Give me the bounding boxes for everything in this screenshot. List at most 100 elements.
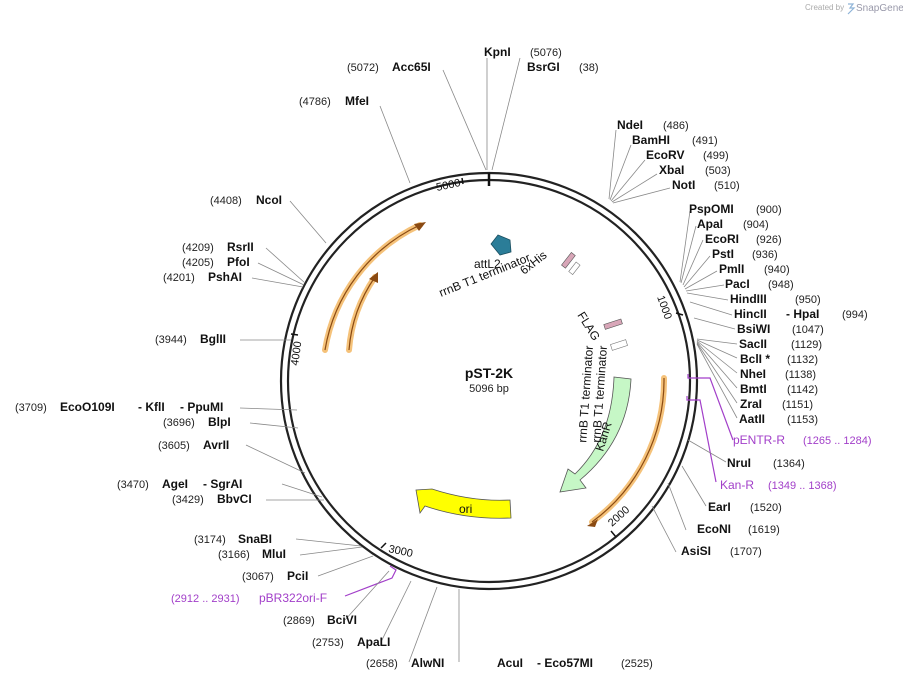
- site-snabi-pos: (3174): [194, 534, 226, 546]
- site-bcivi-pos: (2869): [283, 615, 315, 627]
- site-bsiwi-pos: (1047): [792, 324, 824, 336]
- site-bsrgi-pos: (38): [579, 62, 599, 74]
- site-acc65i: Acc65I: [392, 60, 431, 74]
- site-kpni: KpnI: [484, 45, 511, 59]
- site-sacii-pos: (1129): [791, 339, 822, 351]
- site-avrii-pos: (3605): [158, 440, 190, 452]
- site-pspomi-pos: (900): [756, 204, 782, 216]
- site-ecori: EcoRI: [705, 232, 739, 246]
- tick-2000-mark: [610, 530, 617, 538]
- site-hpai: - HpaI: [786, 307, 819, 321]
- flag-label: FLAG: [574, 309, 602, 343]
- site-acc65i-pos: (5072): [347, 62, 379, 74]
- primer-pbr322ori-f-pos: (2912 .. 2931): [171, 593, 240, 605]
- brand-text: SnapGene: [856, 3, 903, 14]
- site-pcii: PciI: [287, 569, 308, 583]
- site-ncoi: NcoI: [256, 193, 282, 207]
- site-hindiii: HindIII: [730, 292, 767, 306]
- tick-1000-mark: [675, 312, 684, 316]
- site-zrai: ZraI: [740, 397, 762, 411]
- terminator-arc-outer-halo: [322, 222, 423, 353]
- ori-feature: [415, 488, 512, 519]
- flag-outline: [610, 339, 628, 351]
- site-sacii: SacII: [739, 337, 767, 351]
- site-ndei-pos: (486): [663, 120, 689, 132]
- snapgene-logo-icon: [847, 3, 856, 15]
- site-bmti-pos: (1142): [787, 384, 818, 396]
- site-pcii-pos: (3067): [242, 571, 274, 583]
- site-hindiii-pos: (950): [795, 294, 821, 306]
- plasmid-name: pST-2K: [465, 365, 513, 381]
- site-nhei: NheI: [740, 367, 766, 381]
- site-apali: ApaLI: [357, 635, 390, 649]
- site-paci-pos: (948): [768, 279, 794, 291]
- site-eari-pos: (1520): [750, 502, 782, 514]
- site-bglii-pos: (3944): [155, 334, 187, 346]
- site-ndei: NdeI: [617, 118, 643, 132]
- site-agei: AgeI: [162, 477, 188, 491]
- site-bamhi: BamHI: [632, 133, 670, 147]
- site-nrui-pos: (1364): [773, 458, 805, 470]
- site-bsrgi: BsrGI: [527, 60, 560, 74]
- site-econi: EcoNI: [697, 522, 731, 536]
- site-hincii: HincII: [734, 307, 767, 321]
- site-bsiwi: BsiWI: [737, 322, 770, 336]
- site-pmli-pos: (940): [764, 264, 790, 276]
- terminator-arc-right: [591, 377, 665, 523]
- site-mfei-pos: (4786): [299, 96, 331, 108]
- site-aatii-pos: (1153): [787, 414, 818, 426]
- site-connectors: [239, 57, 738, 663]
- kanr-feature: [559, 376, 632, 493]
- terminator-arc-inner: [348, 276, 376, 351]
- site-nrui: NruI: [727, 456, 751, 470]
- site-asisi-pos: (1707): [730, 546, 762, 558]
- terminator-arrowhead-right: [587, 519, 598, 527]
- site-pfoi: PfoI: [227, 255, 250, 269]
- site-pmli: PmlI: [719, 262, 744, 276]
- site-bbvci: BbvCI: [217, 492, 252, 506]
- site-bbvci-pos: (3429): [172, 494, 204, 506]
- site-psti: PstI: [712, 247, 734, 261]
- site-hpai-pos: (994): [842, 309, 868, 321]
- site-paci: PacI: [725, 277, 750, 291]
- site-blpi: BlpI: [208, 415, 231, 429]
- site-xbai: XbaI: [659, 163, 684, 177]
- site-rsrii: RsrII: [227, 240, 254, 254]
- site-nhei-pos: (1138): [785, 369, 816, 381]
- site-apai-pos: (904): [743, 219, 769, 231]
- site-zrai-pos: (1151): [782, 399, 813, 411]
- created-by-text: Created by: [805, 3, 844, 12]
- site-xbai-pos: (503): [705, 165, 731, 177]
- site-eco0109i-pos: (3709): [15, 402, 47, 414]
- site-pspomi: PspOMI: [689, 202, 734, 216]
- his-tag-outline: [568, 261, 581, 275]
- plasmid-size: 5096 bp: [469, 383, 509, 395]
- site-alwni-pos: (2658): [366, 658, 398, 670]
- his-tag-feature: [561, 252, 576, 269]
- site-mlui-pos: (3166): [218, 549, 250, 561]
- tick-4000-mark: [290, 333, 299, 336]
- tick-5000-mark: [461, 177, 464, 185]
- rrnb-left-label: rrnB T1 terminator: [575, 345, 596, 443]
- tick-4000-label: 4000: [289, 341, 304, 367]
- site-noti-pos: (510): [714, 180, 740, 192]
- site-bamhi-pos: (491): [692, 135, 718, 147]
- primer-kan-r: Kan-R: [720, 478, 754, 492]
- site-ecori-pos: (926): [756, 234, 782, 246]
- attl2-feature: [490, 234, 512, 256]
- site-eco57mi-pos: (2525): [621, 658, 653, 670]
- site-bcivi: BciVI: [327, 613, 357, 627]
- terminator-arc-inner-halo: [346, 274, 378, 353]
- site-bcli-pos: (1132): [787, 354, 818, 366]
- site-mfei: MfeI: [345, 94, 369, 108]
- site-ecorv: EcoRV: [646, 148, 684, 162]
- site-ppumi: - PpuMI: [180, 400, 223, 414]
- site-kfli: - KflI: [138, 400, 165, 414]
- site-ecorv-pos: (499): [703, 150, 729, 162]
- pentr-r-leader: [687, 374, 734, 441]
- site-kpni-pos: (5076): [530, 47, 562, 59]
- site-acui: AcuI: [497, 656, 523, 670]
- site-eco57mi: - Eco57MI: [537, 656, 593, 670]
- site-bmti: BmtI: [740, 382, 767, 396]
